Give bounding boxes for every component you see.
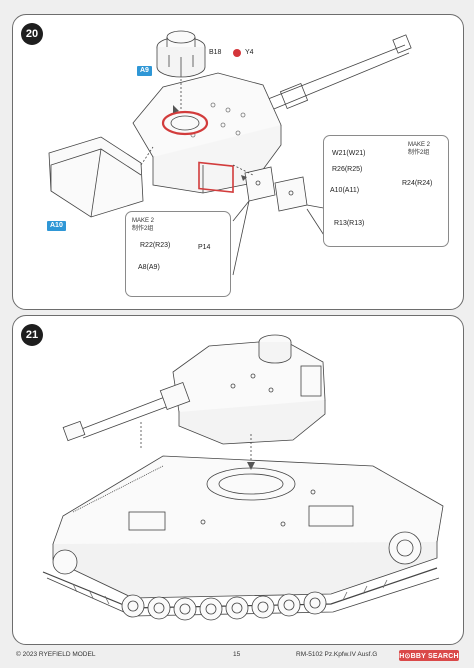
stowage-bin	[48, 136, 144, 218]
part-label-p14: P14	[198, 244, 211, 251]
part-label-r22: R22(R23)	[140, 242, 171, 249]
inset-left-make2-cn: 制作2组	[132, 226, 154, 232]
inset-left-make2: MAKE 2	[132, 218, 155, 224]
part-label-w21: W21(W21)	[332, 150, 366, 157]
footer-page-number: 15	[233, 651, 241, 658]
badge-a9: A9	[137, 66, 152, 76]
assembly-arrow-icon	[173, 105, 247, 181]
footer-copyright: © 2023 RYEFIELD MODEL	[16, 651, 96, 658]
part-label-y4: Y4	[245, 49, 254, 56]
inset-right-make2: MAKE 2	[408, 142, 431, 148]
gun-barrel	[262, 34, 412, 112]
assembly-arrow-icon	[247, 462, 255, 470]
part-label-b18: B18	[209, 49, 222, 56]
side-hatch-highlight	[198, 161, 234, 194]
step-21-drawing	[42, 334, 444, 621]
part-label-r13: R13(R13)	[334, 220, 365, 227]
step-21-number: 21	[21, 324, 43, 346]
step-21-panel: 21	[12, 315, 464, 645]
badge-a10: A10	[47, 221, 66, 231]
hatch-ring-highlight	[161, 110, 209, 136]
part-label-r24: R24(R24)	[402, 180, 433, 187]
part-label-r26: R26(R25)	[332, 166, 363, 173]
commander-cupola	[156, 30, 206, 78]
gun-barrel	[62, 381, 191, 442]
inset-box-right: MAKE 2 制作2组 W21(W21) R26(R25) A10(A11) R…	[323, 135, 449, 247]
turret	[172, 334, 326, 445]
step-20-number: 20	[21, 23, 43, 45]
paint-chip-icon	[233, 49, 241, 57]
footer-product: RM-5102 Pz.Kpfw.IV Ausf.G	[296, 651, 378, 658]
drive-sprocket	[388, 531, 422, 565]
tank-hull	[52, 455, 444, 599]
watermark-logo: H⊙BBY SEARCH	[399, 650, 459, 661]
part-label-a8: A8(A9)	[138, 264, 160, 271]
step-20-panel: 20	[12, 14, 464, 310]
inset-right-make2-cn: 制作2组	[408, 150, 430, 156]
step-20-drawing	[48, 30, 412, 281]
inset-box-left: MAKE 2 制作2组 R22(R23) P14 A8(A9)	[125, 211, 231, 297]
side-hatch-doors	[244, 166, 308, 212]
part-label-a10a11: A10(A11)	[330, 187, 360, 194]
road-wheels	[121, 591, 327, 621]
